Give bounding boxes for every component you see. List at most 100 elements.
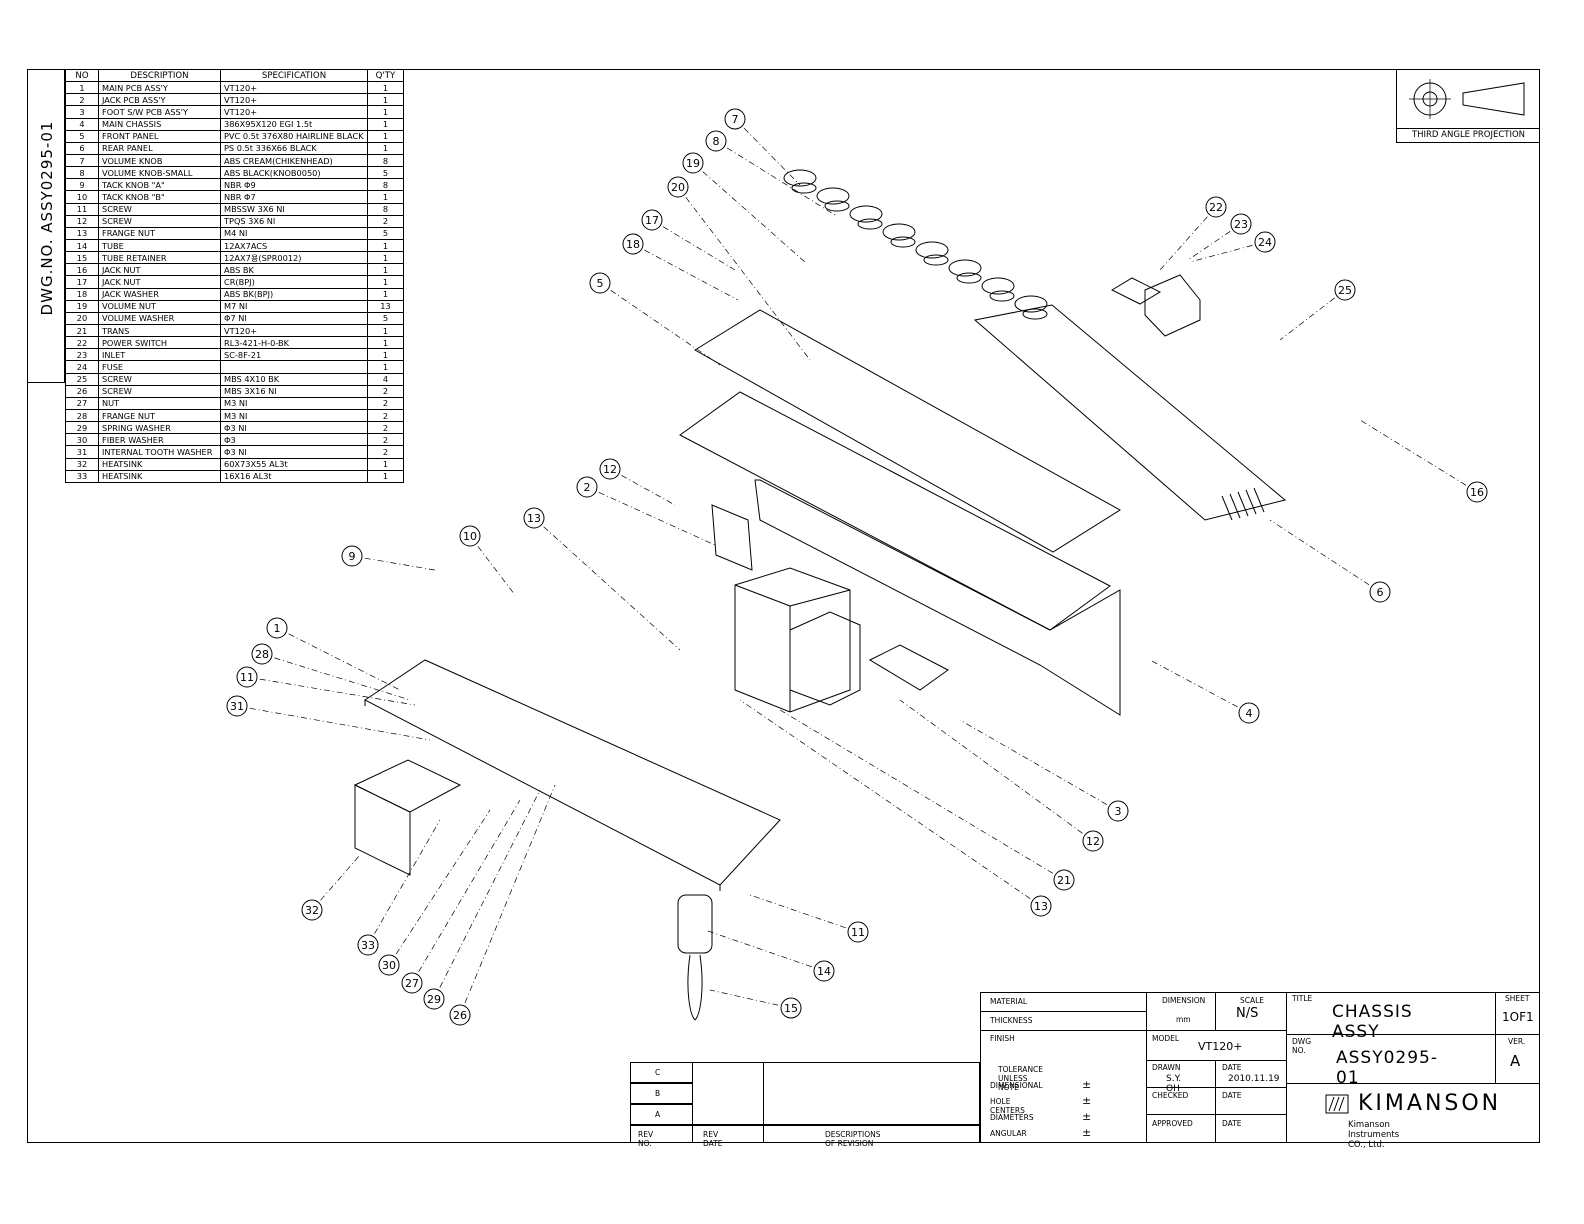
tolerance-dimensional: DIMENSIONAL [990, 1081, 1043, 1090]
jack-pcb-bracket [711, 504, 753, 571]
callout-balloon [266, 617, 288, 639]
third-angle-projection-icon [1409, 79, 1525, 119]
callout-balloon-number: 17 [645, 214, 659, 227]
date-label: DATE [1222, 1063, 1242, 1072]
volume-knob [849, 205, 883, 223]
callout-balloon-number: 28 [255, 648, 269, 661]
ver-value: A [1510, 1052, 1521, 1070]
pm-3: ± [1082, 1110, 1092, 1123]
volume-knob [948, 259, 982, 277]
approved-date-label: DATE [1222, 1119, 1242, 1128]
dwgno-value: ASSY0295-01 [1336, 1048, 1438, 1088]
callout-balloon [813, 960, 835, 982]
callout-balloon-number: 7 [732, 113, 739, 126]
dwgno-label: DWG NO. [1292, 1037, 1312, 1055]
callout-balloon [1466, 481, 1488, 503]
drawn-value: S.Y. OH [1166, 1074, 1182, 1094]
callout-balloon-number: 27 [405, 977, 419, 990]
volume-knob [816, 187, 850, 205]
callout-balloon-number: 26 [453, 1009, 467, 1022]
callout-leader-line [677, 186, 811, 361]
callout-balloon [724, 108, 746, 130]
company-full-name: Kimanson Instruments CO., Ltd. [1348, 1120, 1400, 1150]
callout-balloon [1238, 702, 1260, 724]
callout-leader-line [739, 699, 1042, 907]
callout-leader-line [632, 243, 739, 301]
transformer [734, 567, 861, 713]
callout-balloon [1030, 895, 1052, 917]
callout-balloon-number: 1 [274, 622, 281, 635]
rev-description-header: DESCRIPTIONS OF REVISION [825, 1130, 881, 1148]
volume-knob-base [923, 254, 949, 266]
callout-balloon-number: 15 [784, 1002, 798, 1015]
callout-balloon [449, 1004, 471, 1026]
callout-balloon [705, 130, 727, 152]
volume-knob-base [791, 182, 817, 194]
main-pcb [364, 659, 781, 886]
callout-balloon-number: 31 [230, 700, 244, 713]
callout-balloon-number: 20 [671, 181, 685, 194]
foot-switch-pcb [868, 644, 949, 691]
callout-balloon [576, 476, 598, 498]
volume-knob-base [824, 200, 850, 212]
pm-2: ± [1082, 1094, 1092, 1107]
heatsink-32 [353, 759, 462, 876]
sheet-label: SHEET [1505, 994, 1530, 1003]
tolerance-diameters: DIAMETERS [990, 1113, 1034, 1122]
callout-balloon-number: 30 [382, 959, 396, 972]
callout-balloon-number: 22 [1209, 201, 1223, 214]
callout-leader-line [959, 719, 1119, 812]
drawn-label: DRAWN [1152, 1063, 1181, 1072]
callout-leader-line [1159, 206, 1217, 271]
volume-knob-row [783, 169, 1048, 320]
checked-label: CHECKED [1152, 1091, 1189, 1100]
callout-balloon-number: 11 [851, 926, 865, 939]
callout-leader-line [651, 219, 736, 271]
pm-4: ± [1082, 1126, 1092, 1139]
callout-balloon [1369, 581, 1391, 603]
callout-balloon [1053, 869, 1075, 891]
callout-balloon-number: 12 [1086, 835, 1100, 848]
main-chassis-top [679, 391, 1111, 631]
callout-balloon-number: 12 [603, 463, 617, 476]
callout-balloon-number: 18 [626, 238, 640, 251]
projection-symbol-box: THIRD ANGLE PROJECTION [1396, 69, 1540, 143]
callout-balloon [622, 233, 644, 255]
callout-balloon-number: 2 [584, 481, 591, 494]
volume-knob-base [857, 218, 883, 230]
callout-leader-line [459, 784, 556, 1016]
projection-label: THIRD ANGLE PROJECTION [1397, 128, 1540, 142]
approved-label: APPROVED [1152, 1119, 1193, 1128]
pm-1: ± [1082, 1078, 1092, 1091]
callout-balloon-number: 24 [1258, 236, 1272, 249]
callout-balloon-number: 23 [1234, 218, 1248, 231]
callout-leader-line [533, 517, 681, 651]
callout-leader-line [1187, 223, 1242, 261]
rev-row-b: B [655, 1089, 661, 1098]
volume-knob-base [956, 272, 982, 284]
callout-leader-line [1279, 289, 1346, 341]
callout-leader-line [715, 140, 836, 216]
callout-leader-line [261, 653, 411, 701]
callout-balloon [682, 152, 704, 174]
callout-leader-line [311, 854, 361, 911]
callout-balloon [226, 695, 248, 717]
callout-leader-line [692, 162, 806, 263]
callout-balloon [301, 899, 323, 921]
rear-panel [973, 304, 1287, 521]
callout-leader-line [469, 535, 516, 596]
